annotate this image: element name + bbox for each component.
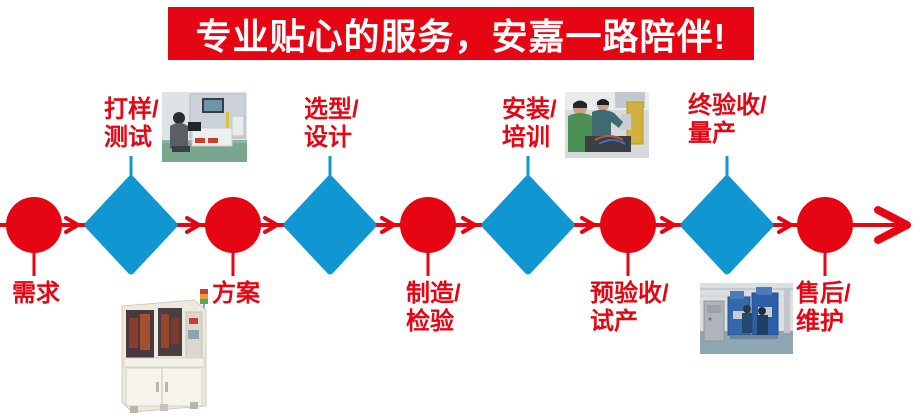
workers-installation-training-photo (565, 92, 649, 158)
step-label-demand: 需求 (12, 280, 60, 307)
banner-title: 专业贴心的服务，安嘉一路陪伴! (168, 7, 754, 60)
arrowhead-icon (185, 216, 201, 234)
node-diamond-installation (481, 175, 575, 275)
step-label-after-sales-maintenance: 售后/ 维护 (796, 280, 851, 335)
arrowhead-icon (263, 216, 279, 234)
arrowhead-icon (461, 216, 477, 234)
node-diamond-final-acceptance (680, 175, 774, 275)
node-diamond-design (283, 175, 377, 275)
node-diamond-sampling (84, 175, 178, 275)
step-label-manufacturing-inspection: 制造/ 检验 (406, 280, 461, 335)
node-circle-after-sales (797, 197, 853, 253)
arrowhead-icon (380, 216, 396, 234)
step-label-final-acceptance-production: 终验收/ 量产 (688, 92, 767, 147)
engineer-testing-equipment-photo (162, 92, 247, 162)
arrowhead-icon (777, 216, 793, 234)
node-circle-pre-acceptance (600, 197, 656, 253)
step-label-installation-training: 安装/ 培训 (502, 96, 557, 151)
factory-blue-machines-photo (700, 283, 793, 354)
white-machine-cabinet-photo (121, 289, 208, 413)
node-circle-manufacturing (400, 197, 456, 253)
arrowhead-icon (580, 216, 596, 234)
node-circle-demand (6, 197, 62, 253)
step-label-proposal: 方案 (212, 280, 260, 307)
node-circle-proposal (205, 197, 261, 253)
step-label-sampling-testing: 打样/ 测试 (104, 96, 159, 151)
arrowhead-icon (64, 216, 80, 234)
final-arrowhead-icon (874, 206, 911, 244)
step-label-selection-design: 选型/ 设计 (304, 96, 359, 151)
step-label-pre-acceptance-trial: 预验收/ 试产 (590, 280, 669, 335)
arrowhead-icon (660, 216, 676, 234)
